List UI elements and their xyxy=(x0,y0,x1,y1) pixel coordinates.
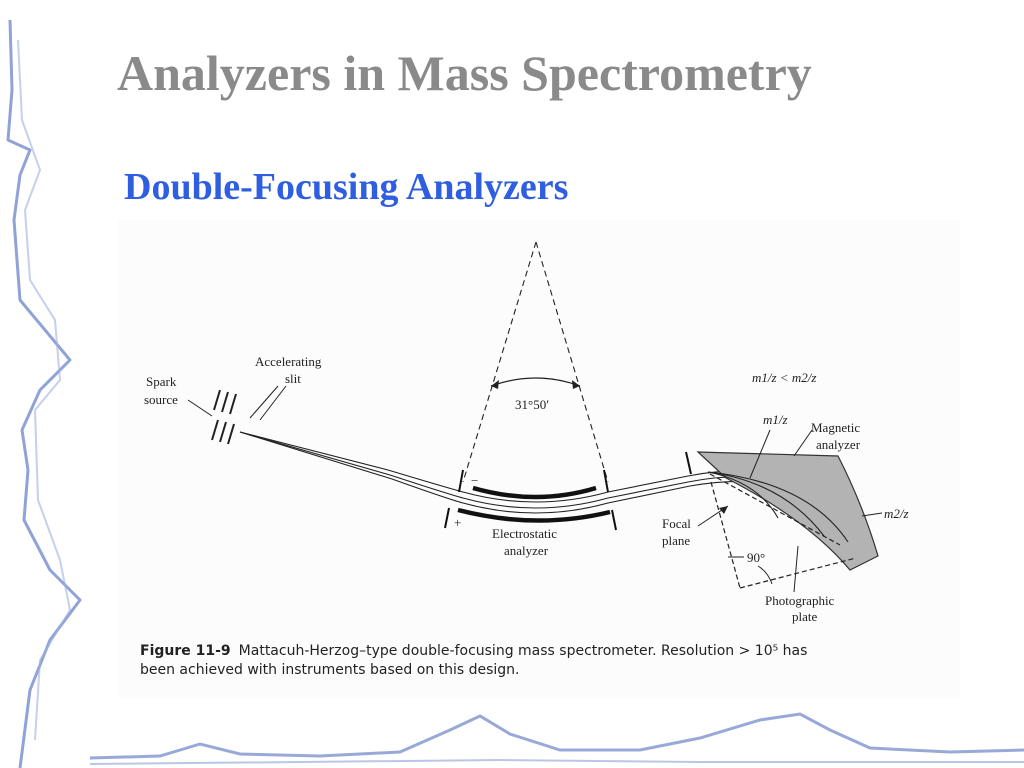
esa-entrance-slit xyxy=(458,469,464,493)
esa-exit-slit xyxy=(603,469,609,493)
intermediate-slit xyxy=(685,451,692,475)
spark-source-electrodes xyxy=(211,389,237,445)
m2-label: m2/z xyxy=(884,506,909,521)
figure-number: Figure 11-9 xyxy=(140,643,231,659)
figure-caption-text: Mattacuh-Herzog–type double-focusing mas… xyxy=(140,643,808,678)
focal-plane-line xyxy=(709,473,841,546)
focal-label: Focal xyxy=(662,516,691,531)
angle-arc-arrow-left xyxy=(491,380,499,389)
focal-pointer-arrow xyxy=(719,506,728,514)
electrostatic-analyzer-label: analyzer xyxy=(504,543,549,558)
angle-arc xyxy=(490,377,581,387)
magnetic-analyzer-label: analyzer xyxy=(816,437,861,452)
right-angle-label: 90° xyxy=(747,550,765,565)
slit-pointer-1 xyxy=(249,385,279,419)
m1-label: m1/z xyxy=(763,412,788,427)
plate-label: plate xyxy=(792,609,817,624)
slide-title: Analyzers in Mass Spectrometry xyxy=(117,45,812,101)
magnetic-label: Magnetic xyxy=(811,420,860,435)
slide-subtitle: Double-Focusing Analyzers xyxy=(124,166,569,208)
angle-arc-arrow-right xyxy=(572,380,580,389)
mass-ratio-label: m1/z < m2/z xyxy=(752,370,816,385)
electrostatic-inner-plate xyxy=(472,485,597,500)
m1-pointer xyxy=(749,429,771,479)
electrostatic-outer-plate xyxy=(457,507,611,523)
spectrometer-diagram: 31°50′ Spark source Accelerating slit xyxy=(144,241,909,624)
angle-label: 31°50′ xyxy=(515,397,549,412)
magnetic-pointer xyxy=(793,429,813,457)
slit-label: slit xyxy=(285,371,301,386)
plus-sign: + xyxy=(454,515,461,530)
esa-exit-slit-lower xyxy=(611,509,617,531)
decorative-spectrum-bottom xyxy=(89,712,1024,765)
decorative-spectrum-left xyxy=(6,19,82,768)
right-angle-arc xyxy=(757,565,773,585)
magnetic-ion-paths xyxy=(707,471,849,543)
minus-sign: − xyxy=(471,473,478,488)
accelerating-label: Accelerating xyxy=(255,354,322,369)
m2-pointer xyxy=(861,512,883,517)
spark-source-pointer xyxy=(187,399,213,417)
plane-label: plane xyxy=(662,533,690,548)
source-label: source xyxy=(144,392,178,407)
right-angle-dash-1 xyxy=(710,481,741,589)
right-angle-dash-2 xyxy=(739,557,857,589)
slit-pointer-2 xyxy=(259,385,287,421)
esa-entrance-slit-lower xyxy=(444,507,450,529)
spark-label: Spark xyxy=(146,374,177,389)
photographic-pointer xyxy=(793,545,799,593)
focusing-angle-cone xyxy=(462,241,609,483)
spectrometer-figure: 31°50′ Spark source Accelerating slit xyxy=(118,220,960,698)
electrostatic-label: Electrostatic xyxy=(492,526,557,541)
photographic-label: Photographic xyxy=(765,593,835,608)
